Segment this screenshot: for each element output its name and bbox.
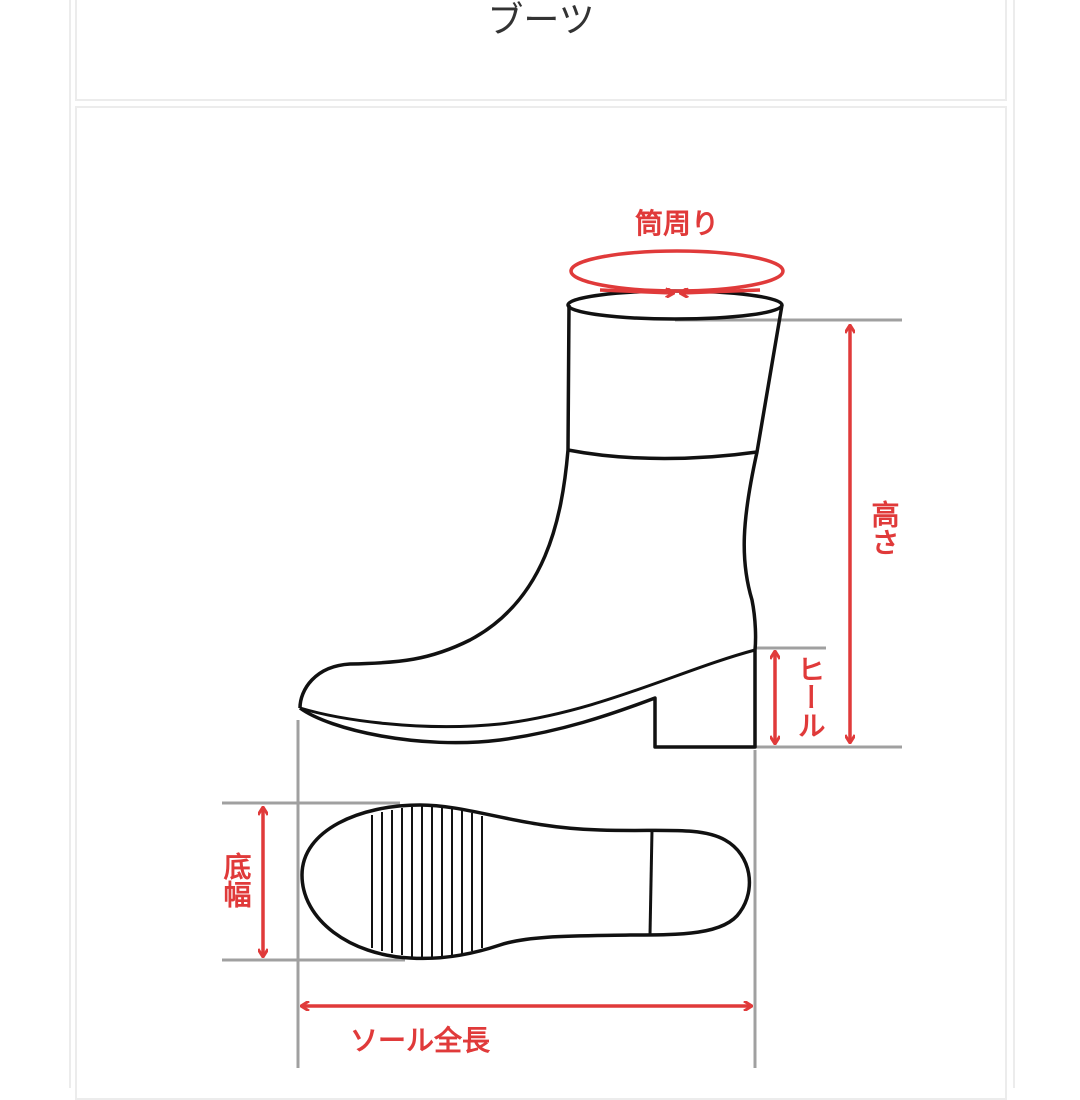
circumference-ring [569,249,785,293]
heel-label: ヒール [794,655,827,739]
height-label: 高さ [868,500,901,556]
page-frame [69,0,1015,1088]
boot-side-view [298,289,784,749]
sole-width-label: 底幅 [220,852,253,908]
sole-bottom-view [300,803,752,961]
title-box: ブーツ [75,0,1007,101]
guide-lines [222,318,902,1068]
sole-length-label: ソール全長 [350,1024,491,1057]
circumference-label: 筒周り [635,207,719,240]
measurement-arrows [263,249,850,1006]
page-title: ブーツ [487,0,595,41]
